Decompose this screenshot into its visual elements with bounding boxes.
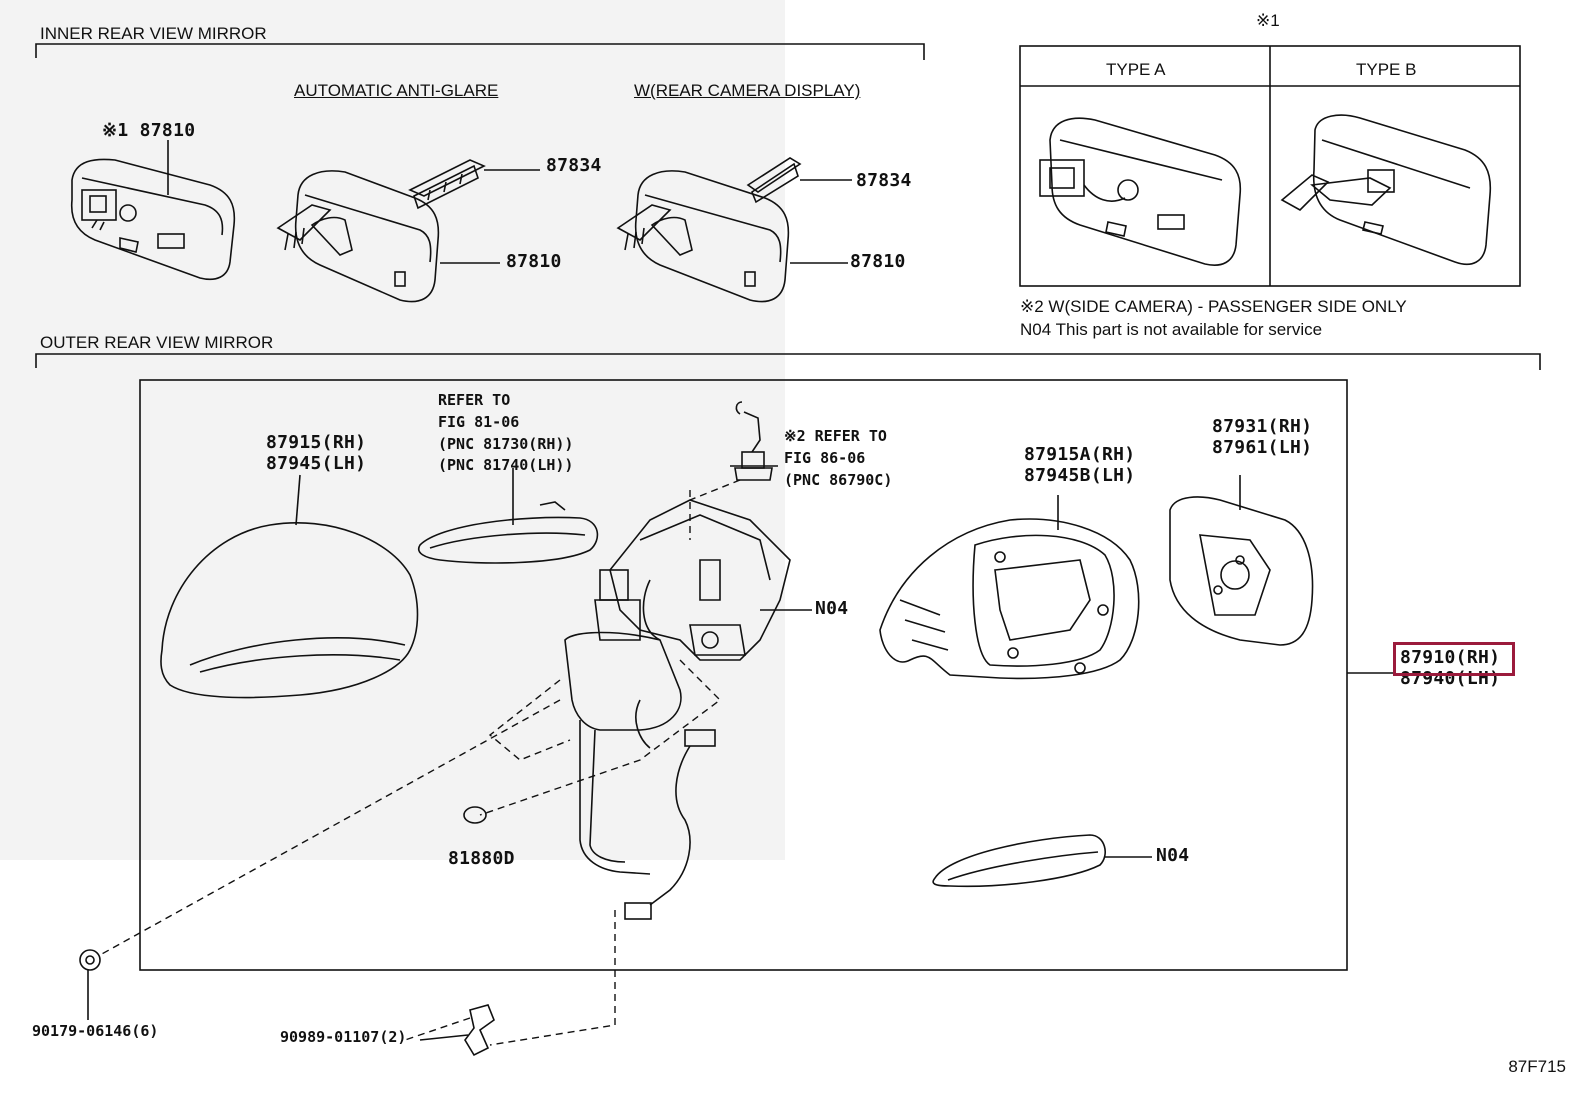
clip-leader <box>419 1034 469 1041</box>
camera-ref-line2: FIG 86-06 <box>784 448 866 467</box>
inner-section-bracket <box>35 43 925 60</box>
mirror-glass-drawing <box>1169 496 1314 646</box>
antiglare-mirror-drawing <box>276 159 486 303</box>
cover-part-numbers: 87915(RH) 87945(LH) <box>266 432 366 474</box>
nut-drawing <box>79 949 101 971</box>
clip-drawing <box>464 1004 495 1057</box>
turn-ref-line3: (PNC 81730(RH)) <box>438 434 574 453</box>
turn-signal-top-drawing <box>418 501 599 564</box>
glass-part-numbers: 87931(RH) 87961(LH) <box>1212 416 1312 458</box>
lamp-n04-label: N04 <box>1156 845 1190 866</box>
housing-lh: 87945B(LH) <box>1024 465 1136 487</box>
camera-reference: ※2 REFER TO FIG 86-06 (PNC 86790C) <box>784 426 892 491</box>
mirror-cover-drawing <box>160 521 419 699</box>
cover-rh: 87915(RH) <box>266 432 367 453</box>
camera-ref-line3: (PNC 86790C) <box>784 470 893 489</box>
type-table-note-mark: ※1 <box>1256 11 1280 30</box>
camera-variant-label: W(REAR CAMERA DISPLAY) <box>634 81 861 100</box>
mirror-stay-drawing <box>564 631 682 875</box>
housing-part-numbers: 87915A(RH) 87945B(LH) <box>1024 444 1135 486</box>
outer-section-label: OUTER REAR VIEW MIRROR <box>40 333 274 352</box>
type-a-mirror-drawing <box>1039 117 1242 266</box>
base-n04-label: N04 <box>815 598 849 619</box>
cover-leader <box>295 474 301 526</box>
camera-ref-line1: ※2 REFER TO <box>784 427 887 445</box>
basic-mirror-drawing <box>70 158 236 281</box>
inner-section-label: INNER REAR VIEW MIRROR <box>40 24 267 43</box>
inner-background-panel <box>0 0 785 860</box>
type-a-header: TYPE A <box>1106 60 1166 79</box>
antiglare-variant-label: AUTOMATIC ANTI-GLARE <box>294 81 499 100</box>
glass-lh: 87961(LH) <box>1212 437 1313 459</box>
assembly-rh: 87910(RH) <box>1400 647 1501 668</box>
clip-part-number: 90989-01107(2) <box>280 1028 407 1046</box>
turn-signal-reference: REFER TO FIG 81-06 (PNC 81730(RH)) (PNC … <box>438 390 573 477</box>
type-b-header: TYPE B <box>1356 60 1417 79</box>
type-b-mirror-drawing <box>1280 114 1492 266</box>
turn-ref-line4: (PNC 81740(LH)) <box>438 456 574 475</box>
outer-main-box <box>139 379 1348 971</box>
basic-mirror-part-number: ※1 87810 <box>102 120 196 141</box>
camera-cover-part-number: 87834 <box>856 170 912 191</box>
glass-rh: 87931(RH) <box>1212 416 1313 437</box>
nut-part-number: 90179-06146(6) <box>32 1022 159 1040</box>
turn-ref-line1: REFER TO <box>438 391 511 409</box>
cover-lh: 87945(LH) <box>266 453 367 475</box>
turn-signal-lower-drawing <box>932 834 1106 888</box>
hole-plug-drawing <box>463 806 487 824</box>
mirror-housing-drawing <box>879 518 1140 680</box>
housing-rh: 87915A(RH) <box>1024 444 1136 465</box>
wire-harness-drawing <box>624 699 716 920</box>
side-camera-note: ※2 W(SIDE CAMERA) - PASSENGER SIDE ONLY <box>1020 297 1407 316</box>
antiglare-mirror-part-number: 87810 <box>506 251 562 272</box>
turn-ref-line2: FIG 81-06 <box>438 412 520 431</box>
hole-plug-part-number: 81880D <box>448 848 515 869</box>
outer-section-bracket <box>35 353 1541 370</box>
side-camera-drawing <box>730 401 778 481</box>
figure-id: 87F715 <box>1508 1057 1566 1076</box>
camera-mirror-part-number: 87810 <box>850 251 906 272</box>
not-available-note: N04 This part is not available for servi… <box>1020 320 1323 339</box>
antiglare-cover-part-number: 87834 <box>546 155 602 176</box>
assembly-highlight-box <box>1393 642 1515 676</box>
camera-mirror-drawing <box>616 157 802 303</box>
assembly-dashed-lines <box>99 479 741 1046</box>
